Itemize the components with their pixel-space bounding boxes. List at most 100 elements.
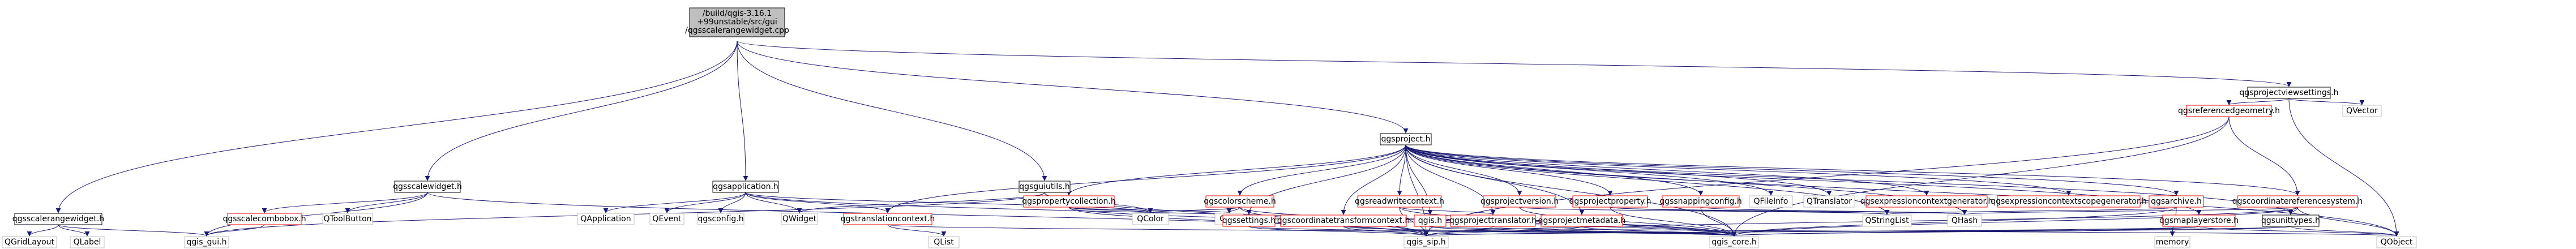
node-box	[1205, 195, 1274, 208]
node-qevent[interactable]: QEvent	[649, 213, 684, 225]
dependency-edge	[425, 40, 738, 181]
node-box	[1280, 214, 1407, 227]
node-box	[2, 236, 57, 248]
node-label: qgsscalewidget.h	[393, 182, 462, 191]
edge-qgsmaplayerstore-to-qobject	[2198, 226, 2399, 237]
edge-qgsprojectviewsettings-to-qobject	[2288, 98, 2399, 237]
node-qlabel[interactable]: QLabel	[70, 236, 105, 248]
node-qgsprojectproperty[interactable]: qgsprojectproperty.h	[1569, 195, 1651, 208]
node-qgsreadwritecontext[interactable]: qgsreadwritecontext.h	[1355, 195, 1444, 208]
node-qgsprojectmetadata[interactable]: qgsprojectmetadata.h	[1538, 214, 1626, 227]
node-qgsreferencedgeometry[interactable]: qgsreferencedgeometry.h	[2178, 105, 2280, 117]
node-qfileinfo[interactable]: QFileInfo	[1749, 195, 1793, 208]
node-box	[2262, 214, 2320, 227]
dependency-edge	[1405, 144, 2293, 215]
edge-qgsprojectviewsettings-to-qgsreferencedgeometry	[2226, 98, 2290, 105]
node-qgis_sip[interactable]: qgis_sip.h	[1403, 236, 1449, 248]
dependency-edge	[1731, 116, 2230, 237]
node-qgsexpressioncontextscopegenerator[interactable]: qgsexpressioncontextscopegenerator.h	[1991, 195, 2147, 208]
node-memory[interactable]: memory	[2154, 236, 2190, 248]
node-label: qgsunittypes.h	[2261, 216, 2320, 225]
node-qgscoordinatetransformcontext[interactable]: qgscoordinatetransformcontext.h	[1277, 214, 1410, 227]
node-qgsproject[interactable]: qgsproject.h	[1380, 133, 1432, 145]
edge-qgsapplication-to-qevent	[664, 192, 746, 213]
node-qlist[interactable]: QList	[928, 236, 960, 248]
edge-qgsprojectversion-to-qgis_core	[1519, 207, 1737, 237]
node-qhash[interactable]: QHash	[1947, 214, 1982, 227]
dependency-edge	[1343, 226, 1429, 237]
dependency-edge	[2198, 226, 2399, 237]
node-label: QVector	[2346, 106, 2378, 115]
edge-qgspropertycollection-to-qcolor	[1068, 207, 1153, 213]
edge-qgscoordinatereferencesystem-to-qobject	[2297, 207, 2399, 237]
node-box	[1222, 214, 1276, 227]
edge-qgscoordinatereferencesystem-to-qhash	[1962, 207, 2298, 215]
dependency-edge	[2288, 98, 2399, 237]
node-qgridlayout[interactable]: QGridLayout	[2, 236, 57, 248]
dependency-edge	[1732, 226, 2291, 237]
node-qgsapplication[interactable]: qgsapplication.h	[712, 181, 779, 193]
node-qgsprojecttranslator[interactable]: qgsprojecttranslator.h	[1449, 214, 1537, 227]
node-box	[2237, 195, 2358, 208]
node-label: QList	[934, 238, 954, 247]
dependency-edge	[1885, 207, 2177, 215]
node-qapplication[interactable]: QApplication	[577, 213, 635, 225]
node-qgsexpressioncontextgenerator[interactable]: qgsexpressioncontextgenerator.h	[1860, 195, 1993, 208]
edge-root-to-qgsguiutils	[737, 40, 1047, 181]
node-label: qgsmaplayerstore.h	[2159, 216, 2239, 225]
node-qgsprojectversion[interactable]: qgsprojectversion.h	[1480, 195, 1559, 208]
node-box	[2186, 105, 2272, 117]
node-qgstranslationcontext[interactable]: qgstranslationcontext.h	[841, 213, 935, 225]
edge-qgscolorscheme-to-qcolor	[1148, 207, 1240, 213]
node-label: qgis_sip.h	[1406, 238, 1445, 247]
node-qgssnappingconfig[interactable]: qgssnappingconfig.h	[1659, 195, 1742, 208]
node-label: /build/qgis-3.16.1	[703, 9, 772, 18]
edge-qgsunittypes-to-qobject	[2290, 226, 2399, 237]
node-root: /build/qgis-3.16.1+99unstable/src/gui/qg…	[685, 7, 789, 37]
node-qgscoordinatereferencesystem[interactable]: qgscoordinatereferencesystem.h	[2232, 195, 2363, 208]
node-label: qgsguiutils.h	[1019, 182, 1069, 191]
node-label: /qgsscalerangewidget.cpp	[685, 26, 789, 35]
edge-qgsprojectviewsettings-to-qvector	[2288, 98, 2365, 105]
node-qgsconfig[interactable]: qgsconfig.h	[697, 213, 744, 225]
node-qcolor[interactable]: QColor	[1132, 213, 1169, 225]
dependency-edge	[1405, 144, 2072, 196]
dependency-edge	[204, 224, 265, 237]
node-label: QEvent	[652, 214, 682, 224]
node-box	[184, 236, 229, 248]
node-qgis_core[interactable]: qgis_core.h	[1709, 236, 1759, 248]
node-qgis[interactable]: qgis.h	[1414, 214, 1447, 227]
edge-qgsreferencedgeometry-to-qgis_sip	[1423, 116, 2230, 237]
node-qvector[interactable]: QVector	[2342, 105, 2382, 117]
node-qtoolbutton[interactable]: QToolButton	[322, 213, 373, 225]
dependency-edge	[1424, 207, 2298, 237]
node-qtranslator[interactable]: QTranslator	[1803, 195, 1855, 208]
node-qgsmaplayerstore[interactable]: qgsmaplayerstore.h	[2159, 214, 2239, 227]
node-qgsunittypes[interactable]: qgsunittypes.h	[2261, 214, 2320, 227]
node-qgsguiutils[interactable]: qgsguiutils.h	[1019, 181, 1071, 193]
node-qgssettings[interactable]: qgssettings.h	[1222, 214, 1276, 227]
dependency-edge	[1962, 207, 2298, 215]
node-qgsarchive[interactable]: qgsarchive.h	[2149, 195, 2204, 208]
node-qgsscalerangewidget[interactable]: qgsscalerangewidget.h	[12, 213, 104, 225]
dependency-edge	[1423, 226, 1582, 237]
node-qgsprojectviewsettings[interactable]: qgsprojectviewsettings.h	[2239, 87, 2339, 99]
node-qgis_gui[interactable]: qgis_gui.h	[184, 236, 229, 248]
node-qgsscalecombobox[interactable]: qgsscalecombobox.h	[222, 213, 306, 225]
node-label: qgis_gui.h	[187, 238, 227, 247]
edge-qgssettings-to-qgis_sip	[1248, 226, 1429, 237]
node-qwidget[interactable]: QWidget	[781, 213, 818, 225]
node-label: qgsprojectproperty.h	[1569, 197, 1651, 206]
node-qgspropertycollection[interactable]: qgspropertycollection.h	[1022, 195, 1116, 208]
dependency-edge	[2290, 226, 2399, 237]
node-qgsscalewidget[interactable]: qgsscalewidget.h	[393, 181, 462, 193]
node-label: qgsapplication.h	[713, 182, 778, 191]
node-qobject[interactable]: QObject	[2376, 236, 2417, 248]
node-qstringlist[interactable]: QStringList	[1862, 214, 1912, 227]
edge-qgsproject-to-qstringlist	[1405, 144, 1890, 215]
edge-qgsapplication-to-qapplication	[603, 192, 746, 213]
dependency-edge	[1581, 226, 1737, 237]
dependency-edge	[1405, 144, 1613, 196]
node-qgscolorscheme[interactable]: qgscolorscheme.h	[1204, 195, 1276, 208]
node-label: QGridLayout	[5, 238, 55, 247]
